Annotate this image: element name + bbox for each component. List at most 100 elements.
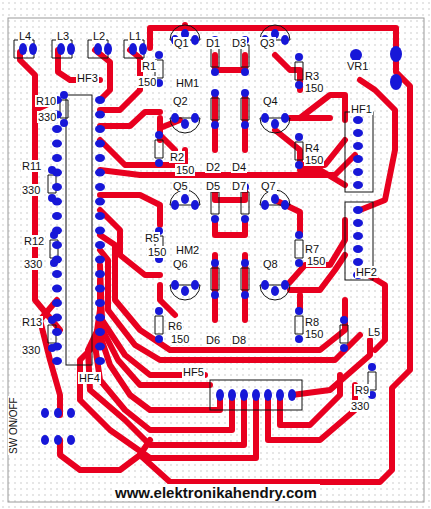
solder-pad (95, 111, 105, 119)
solder-pad (52, 328, 62, 336)
solder-pad (281, 280, 289, 290)
solder-pad (216, 389, 224, 401)
solder-pad (50, 231, 58, 239)
solder-pad (104, 43, 112, 55)
part-label: 150 (304, 82, 324, 94)
solder-pad (240, 389, 248, 401)
solder-pad (52, 140, 62, 148)
solder-pad (60, 91, 68, 99)
part-label: Q1 (173, 37, 190, 49)
part-label: R9 (354, 384, 370, 396)
solder-pad (52, 183, 62, 191)
solder-pad (252, 389, 260, 401)
solder-pad (52, 154, 62, 162)
solder-pad (295, 81, 303, 89)
solder-pad (353, 232, 363, 240)
solder-pad (52, 299, 62, 307)
solder-pad (353, 219, 363, 227)
part-label: D6 (205, 334, 221, 346)
part-label: Q6 (172, 258, 189, 270)
solder-pad (155, 307, 163, 315)
part-label: D4 (231, 161, 247, 173)
solder-pad (54, 435, 62, 445)
part-label: Q5 (172, 180, 189, 192)
solder-pad (67, 435, 75, 445)
solder-pad (171, 280, 179, 290)
solder-pad (54, 408, 62, 418)
solder-pad (95, 140, 105, 148)
solder-pad (340, 344, 348, 352)
part-label: R1 (141, 60, 157, 72)
solder-pad (95, 285, 105, 293)
solder-pad (181, 119, 189, 129)
solder-pad (261, 280, 269, 290)
solder-pad (95, 154, 105, 162)
solder-pad (60, 119, 68, 127)
part-label: 330 (23, 258, 43, 270)
part-label: HF4 (78, 372, 101, 384)
solder-pad (181, 286, 189, 296)
solder-pad (340, 316, 348, 324)
solder-pad (95, 125, 105, 133)
solder-pad (41, 435, 49, 445)
part-label: 150 (147, 246, 167, 258)
part-label: 150 (170, 333, 190, 345)
part-label: R3 (304, 70, 320, 82)
part-label: R13 (21, 316, 43, 328)
solder-pad (211, 121, 219, 129)
part-label: R6 (167, 320, 183, 332)
part-label: Q2 (172, 95, 189, 107)
part-label: D2 (205, 161, 221, 173)
solder-pad (67, 43, 75, 55)
solder-pad (48, 344, 56, 352)
solder-pad (95, 328, 105, 336)
solder-pad (271, 194, 279, 204)
solder-pad (52, 212, 62, 220)
solder-pad (281, 35, 289, 45)
part-label: HF2 (355, 266, 378, 278)
part-label: Q8 (262, 258, 279, 270)
solder-pad (211, 259, 219, 267)
part-label: SW ON/OFF (8, 396, 20, 455)
solder-pad (139, 43, 147, 55)
solder-pad (353, 245, 363, 253)
part-label: 150 (304, 328, 324, 340)
solder-pad (390, 74, 402, 90)
solder-pad (57, 43, 65, 55)
part-label: 330 (21, 184, 41, 196)
part-label: L1 (128, 30, 142, 42)
solder-pad (241, 291, 249, 299)
solder-pad (241, 215, 249, 223)
solder-pad (50, 259, 58, 267)
solder-pad (211, 215, 219, 223)
part-label: R7 (304, 243, 320, 255)
part-label: R11 (21, 160, 42, 172)
solder-pad (288, 389, 296, 401)
part-label: Q7 (260, 180, 277, 192)
part-label: R10 (35, 95, 57, 107)
solder-pad (52, 285, 62, 293)
solder-pad (95, 96, 105, 104)
solder-pad (295, 231, 303, 239)
solder-pad (67, 408, 75, 418)
solder-pad (191, 113, 199, 123)
part-label: HM2 (175, 244, 200, 256)
solder-pad (52, 125, 62, 133)
solder-pad (241, 89, 249, 97)
solder-pad (95, 183, 105, 191)
part-label: 150 (306, 255, 326, 267)
solder-pad (48, 194, 56, 202)
solder-pad (181, 194, 189, 204)
part-label: D5 (205, 180, 221, 192)
part-label: 330 (21, 344, 41, 356)
part-label: L5 (367, 326, 381, 338)
part-label: Q3 (259, 37, 276, 49)
solder-pad (271, 286, 279, 296)
solder-pad (281, 200, 289, 210)
solder-pad (295, 307, 303, 315)
part-label: HF3 (76, 72, 99, 84)
solder-pad (95, 343, 105, 351)
solder-pad (94, 43, 102, 55)
part-label: 330 (350, 400, 370, 412)
